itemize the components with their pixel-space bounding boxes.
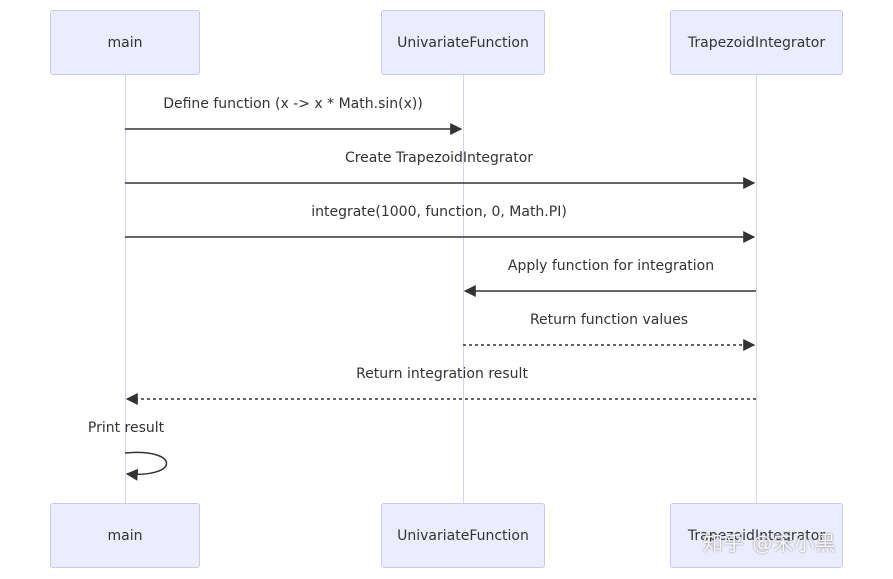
arrow-print-result-self bbox=[124, 451, 168, 481]
actor-trapezoidintegrator-bottom: TrapezoidIntegrator bbox=[670, 503, 843, 568]
message-label-create-integrator: Create TrapezoidIntegrator bbox=[344, 150, 534, 166]
actor-univariatefunction-top: UnivariateFunction bbox=[381, 10, 545, 75]
actor-main-bottom: main bbox=[50, 503, 200, 568]
lifeline-univariatefunction bbox=[463, 74, 464, 503]
lifeline-trapezoidintegrator bbox=[756, 74, 757, 503]
message-label-return-integration-result: Return integration result bbox=[356, 366, 528, 382]
message-label-apply-function: Apply function for integration bbox=[507, 258, 715, 274]
message-label-return-function-values: Return function values bbox=[529, 312, 689, 328]
message-label-print-result: Print result bbox=[87, 420, 165, 436]
lifeline-main bbox=[125, 74, 126, 503]
actor-main-top: main bbox=[50, 10, 200, 75]
actor-trapezoidintegrator-top: TrapezoidIntegrator bbox=[670, 10, 843, 75]
watermark: 知乎 @宋小黑 bbox=[703, 531, 837, 555]
message-label-define-function: Define function (x -> x * Math.sin(x)) bbox=[163, 96, 423, 112]
message-label-integrate: integrate(1000, function, 0, Math.PI) bbox=[311, 204, 567, 220]
actor-univariatefunction-bottom: UnivariateFunction bbox=[381, 503, 545, 568]
